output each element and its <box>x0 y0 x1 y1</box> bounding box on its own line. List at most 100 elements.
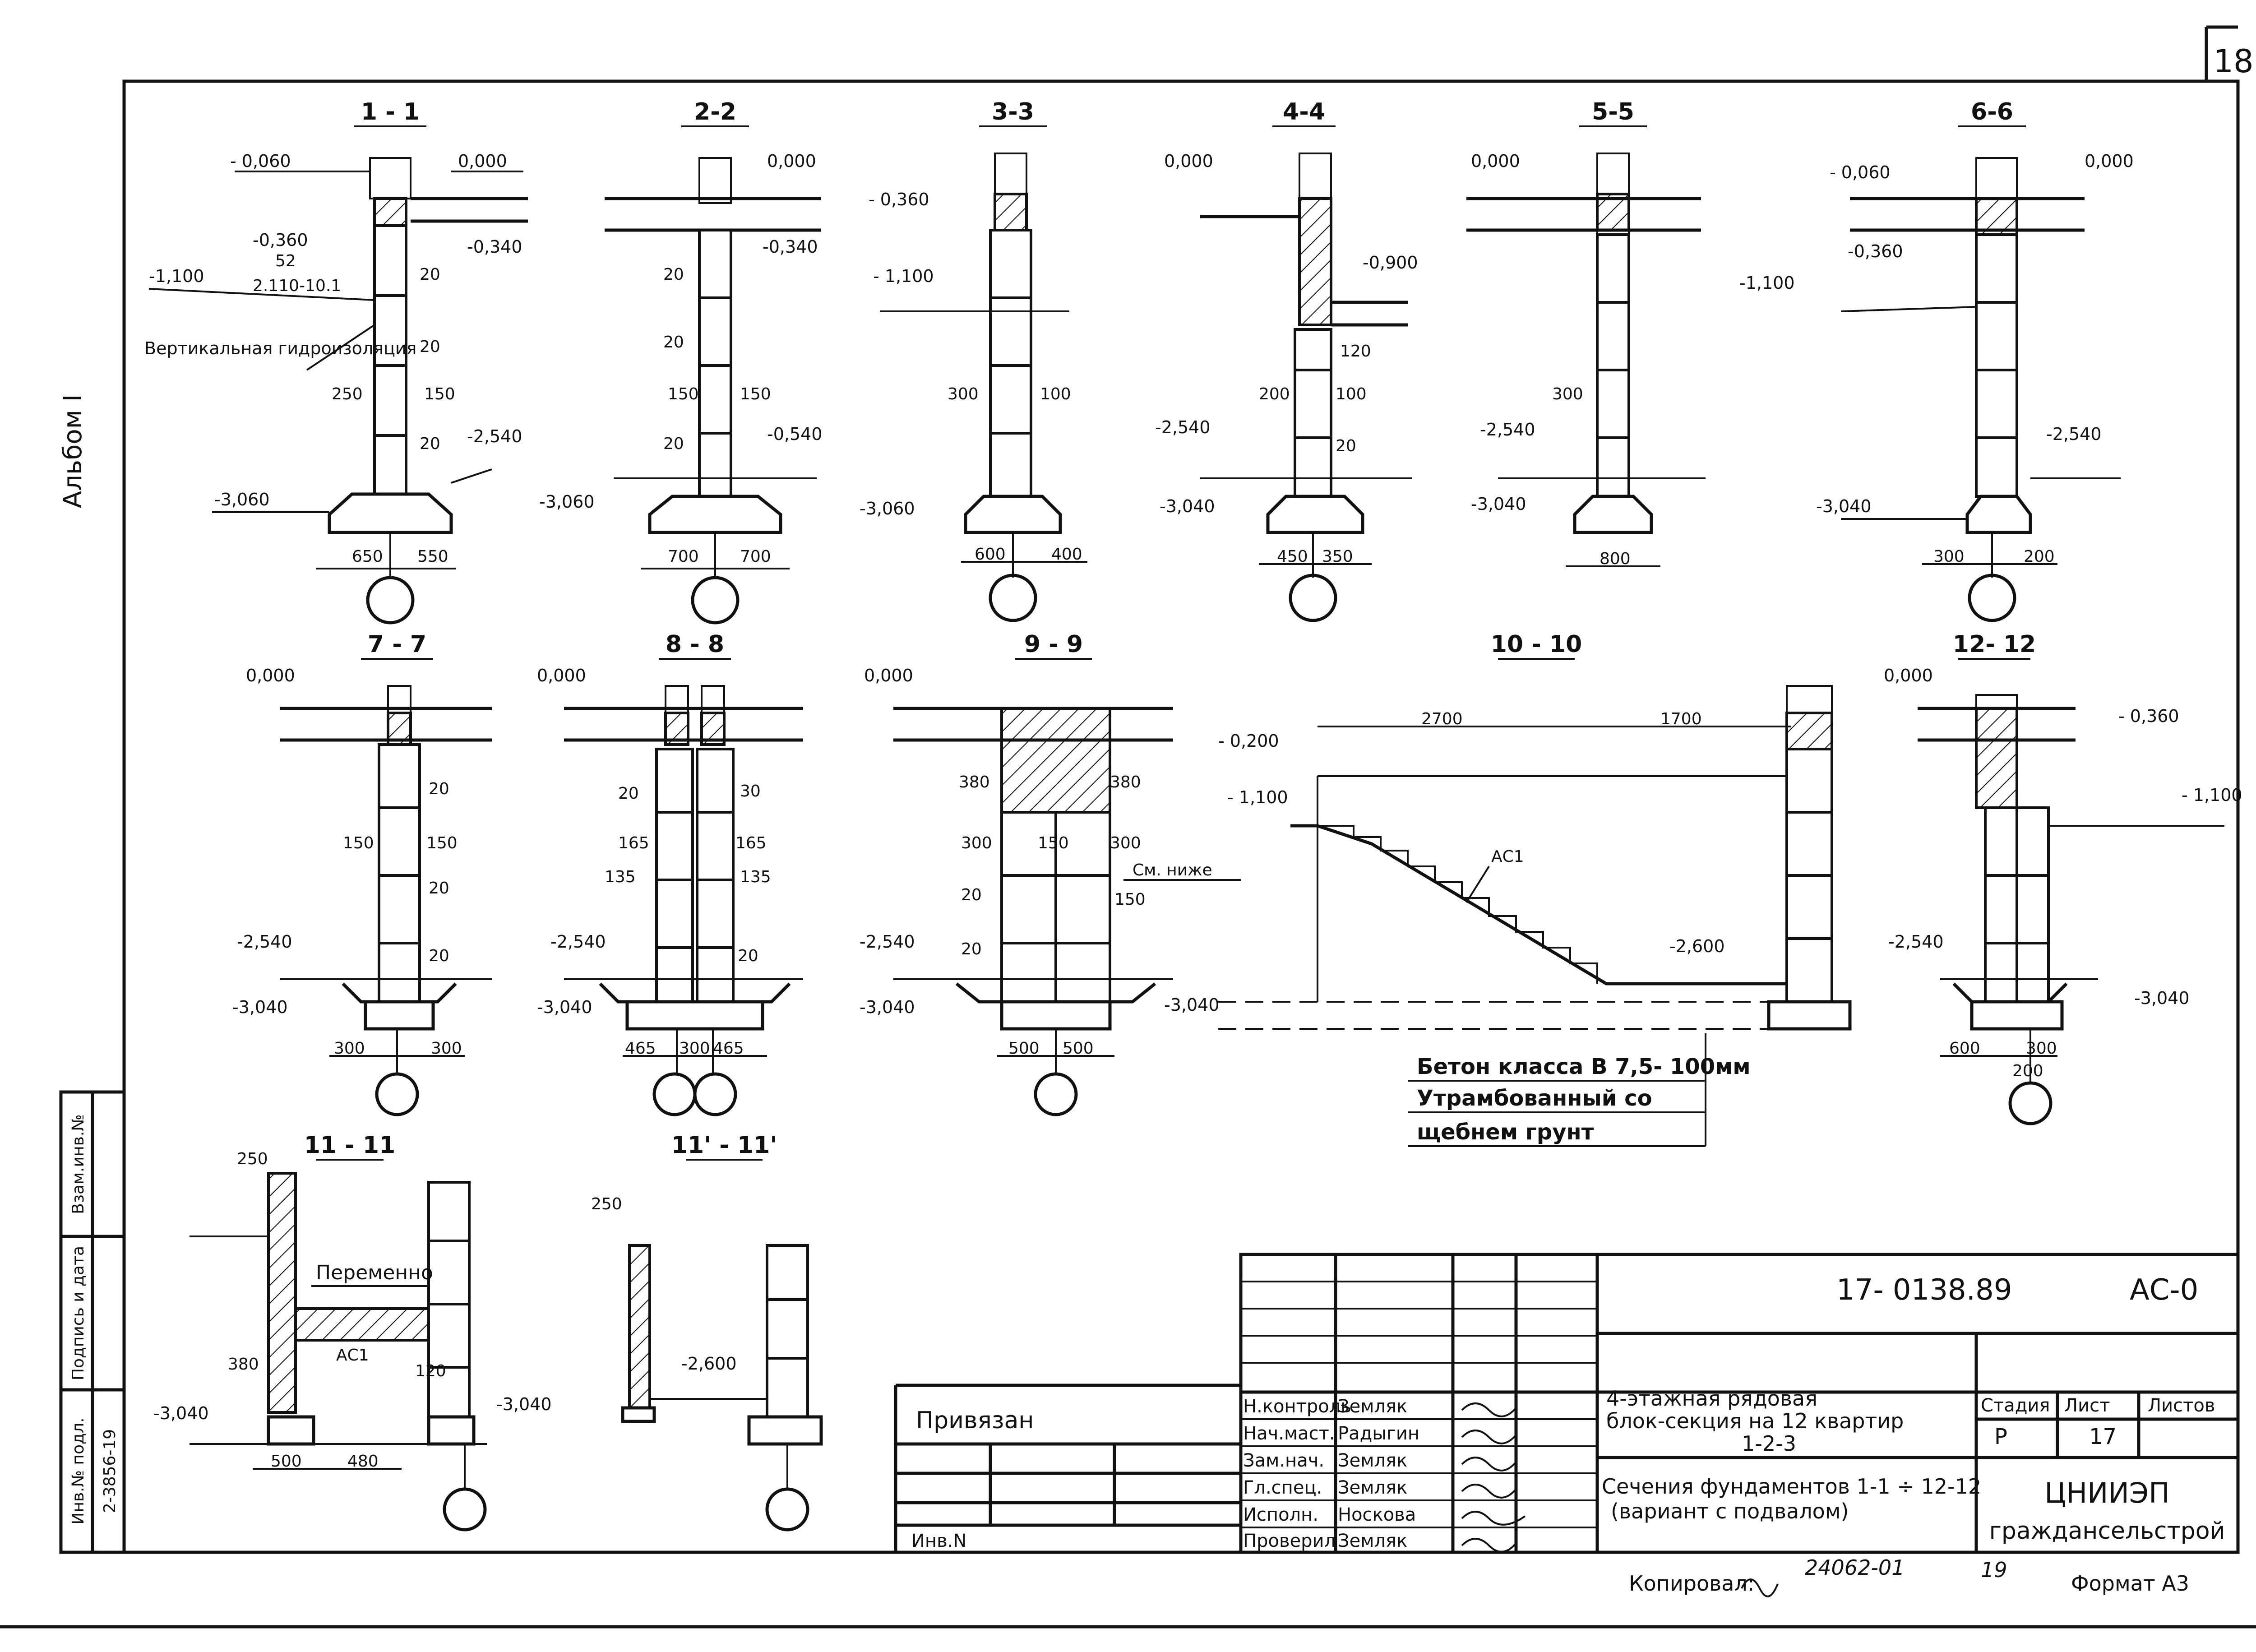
side-stamp-header-replace: Взам.инв.№ <box>69 1114 88 1214</box>
section-title: 4-4 <box>1283 98 1325 125</box>
dim: 20 <box>663 333 684 352</box>
dim: 600 <box>1949 1039 1980 1058</box>
section-title: 5-5 <box>1592 98 1634 125</box>
dim: 150 <box>424 385 455 403</box>
level: 0,000 <box>767 151 816 171</box>
dim: 250 <box>332 385 363 403</box>
level: -3,040 <box>2134 988 2190 1008</box>
level: -2,540 <box>1480 420 1535 440</box>
section-5-5: 5-5 0,000 -2,540 -3,040 300 800 <box>1466 98 1706 568</box>
dim: 800 <box>1600 550 1631 568</box>
dim: 300 <box>1552 385 1583 403</box>
level: -2,540 <box>237 932 292 952</box>
axis-marker <box>1034 1072 1078 1116</box>
dim: 20 <box>738 947 758 965</box>
level: 0,000 <box>1164 151 1213 171</box>
person-name: Носкова <box>1338 1504 1416 1525</box>
person-name: Земляк <box>1338 1396 1407 1417</box>
level: - 0,060 <box>230 151 291 171</box>
level: -3,040 <box>232 997 288 1017</box>
bound-label: Привязан <box>916 1407 1034 1434</box>
doc-code: 17- 0138.89 <box>1836 1273 2012 1307</box>
level: - 0,060 <box>1830 162 1891 182</box>
level: 0,000 <box>246 666 295 685</box>
order-number: 24062-01 <box>1805 1555 1905 1580</box>
dim: 700 <box>668 547 699 566</box>
dim: 150 <box>1114 890 1146 909</box>
dim: 20 <box>663 265 684 284</box>
level: 0,000 <box>537 666 586 685</box>
dim: 300 <box>431 1039 462 1058</box>
dim: 300 <box>334 1039 365 1058</box>
inv-label: Инв.N <box>911 1531 966 1551</box>
level: -0,360 <box>253 230 308 250</box>
level: -1,100 <box>149 266 204 286</box>
dim: 150 <box>1038 834 1069 852</box>
role-label: Н.контроль <box>1243 1396 1351 1417</box>
legend-line: Бетон класса В 7,5- 100мм <box>1417 1054 1751 1079</box>
level: -2,540 <box>467 426 522 446</box>
dim: 250 <box>237 1150 268 1168</box>
side-stamp-inv-number: 2-3856-19 <box>101 1429 119 1513</box>
level: - 0,360 <box>2118 706 2179 726</box>
dim: 200 <box>2024 547 2055 566</box>
dim: 120 <box>415 1362 446 1380</box>
dim: 20 <box>1336 437 1356 455</box>
section-title: 7 - 7 <box>368 631 426 658</box>
dim: 300 <box>679 1039 710 1058</box>
dim: 20 <box>420 338 440 356</box>
level: - 0,200 <box>1218 731 1279 751</box>
axis-marker <box>366 576 415 625</box>
level: -3,040 <box>1164 995 1220 1015</box>
dim: 20 <box>420 435 440 453</box>
dim: 1700 <box>1660 710 1702 728</box>
level: -3,040 <box>1816 496 1872 516</box>
section-8-8: 8 - 8 0,000 -2,540 -3,040 20 30 165 165 … <box>537 631 803 1116</box>
level: -2,600 <box>1669 936 1725 956</box>
axis-marker <box>693 1072 737 1116</box>
dim: 700 <box>740 547 771 566</box>
person-name: Радыгин <box>1338 1423 1419 1444</box>
legend-line: Утрамбованный со <box>1417 1086 1652 1111</box>
dim: 20 <box>420 265 440 284</box>
level: -3,040 <box>860 997 915 1017</box>
level: 0,000 <box>458 151 507 171</box>
dim: 52 <box>275 252 296 270</box>
legend-line: щебнем грунт <box>1417 1120 1594 1145</box>
dim: 100 <box>1040 385 1071 403</box>
stair-mark: АС1 <box>336 1346 369 1365</box>
axis-marker <box>1289 574 1337 622</box>
dim: 20 <box>429 780 449 798</box>
level: -2,600 <box>681 1354 737 1374</box>
project-title-line: 1-2-3 <box>1742 1431 1796 1456</box>
role-label: Исполн. <box>1243 1504 1318 1525</box>
section-11-11: 11 - 11 250 380 120 500 480 -3,040 Перем… <box>153 1132 487 1471</box>
dim: 300 <box>1933 547 1965 566</box>
section-title: 3-3 <box>992 98 1034 125</box>
org-name: ЦНИИЭП <box>2044 1476 2169 1509</box>
dim: 30 <box>740 782 761 801</box>
level: -0,900 <box>1363 253 1418 273</box>
level: 0,000 <box>1884 666 1933 685</box>
see-below-note: См. ниже <box>1133 861 1212 879</box>
section-title: 1 - 1 <box>361 98 420 125</box>
dim: 150 <box>343 834 374 852</box>
level: - 1,100 <box>2182 785 2242 805</box>
level: -3,040 <box>1471 494 1526 514</box>
dim: 450 <box>1277 547 1308 566</box>
drawing-frame <box>122 79 2240 1554</box>
dim: 165 <box>735 834 767 852</box>
signature-scribbles <box>1461 1402 1526 1553</box>
level: - 1,100 <box>1227 787 1288 807</box>
section-4-4: 4-4 0,000 -0,900 -2,540 -3,040 120 200 1… <box>1155 98 1418 622</box>
axis-marker <box>2008 1081 2053 1125</box>
dim: 20 <box>618 784 639 803</box>
section-title: 11 - 11 <box>304 1132 396 1159</box>
level: - 1,100 <box>873 266 934 286</box>
level: -2,540 <box>1888 932 1944 952</box>
sheet-title-line: Сечения фундаментов 1-1 ÷ 12-12 <box>1602 1474 1981 1499</box>
person-name: Земляк <box>1338 1531 1407 1551</box>
dim: 20 <box>429 879 449 898</box>
axis-marker <box>691 576 740 625</box>
